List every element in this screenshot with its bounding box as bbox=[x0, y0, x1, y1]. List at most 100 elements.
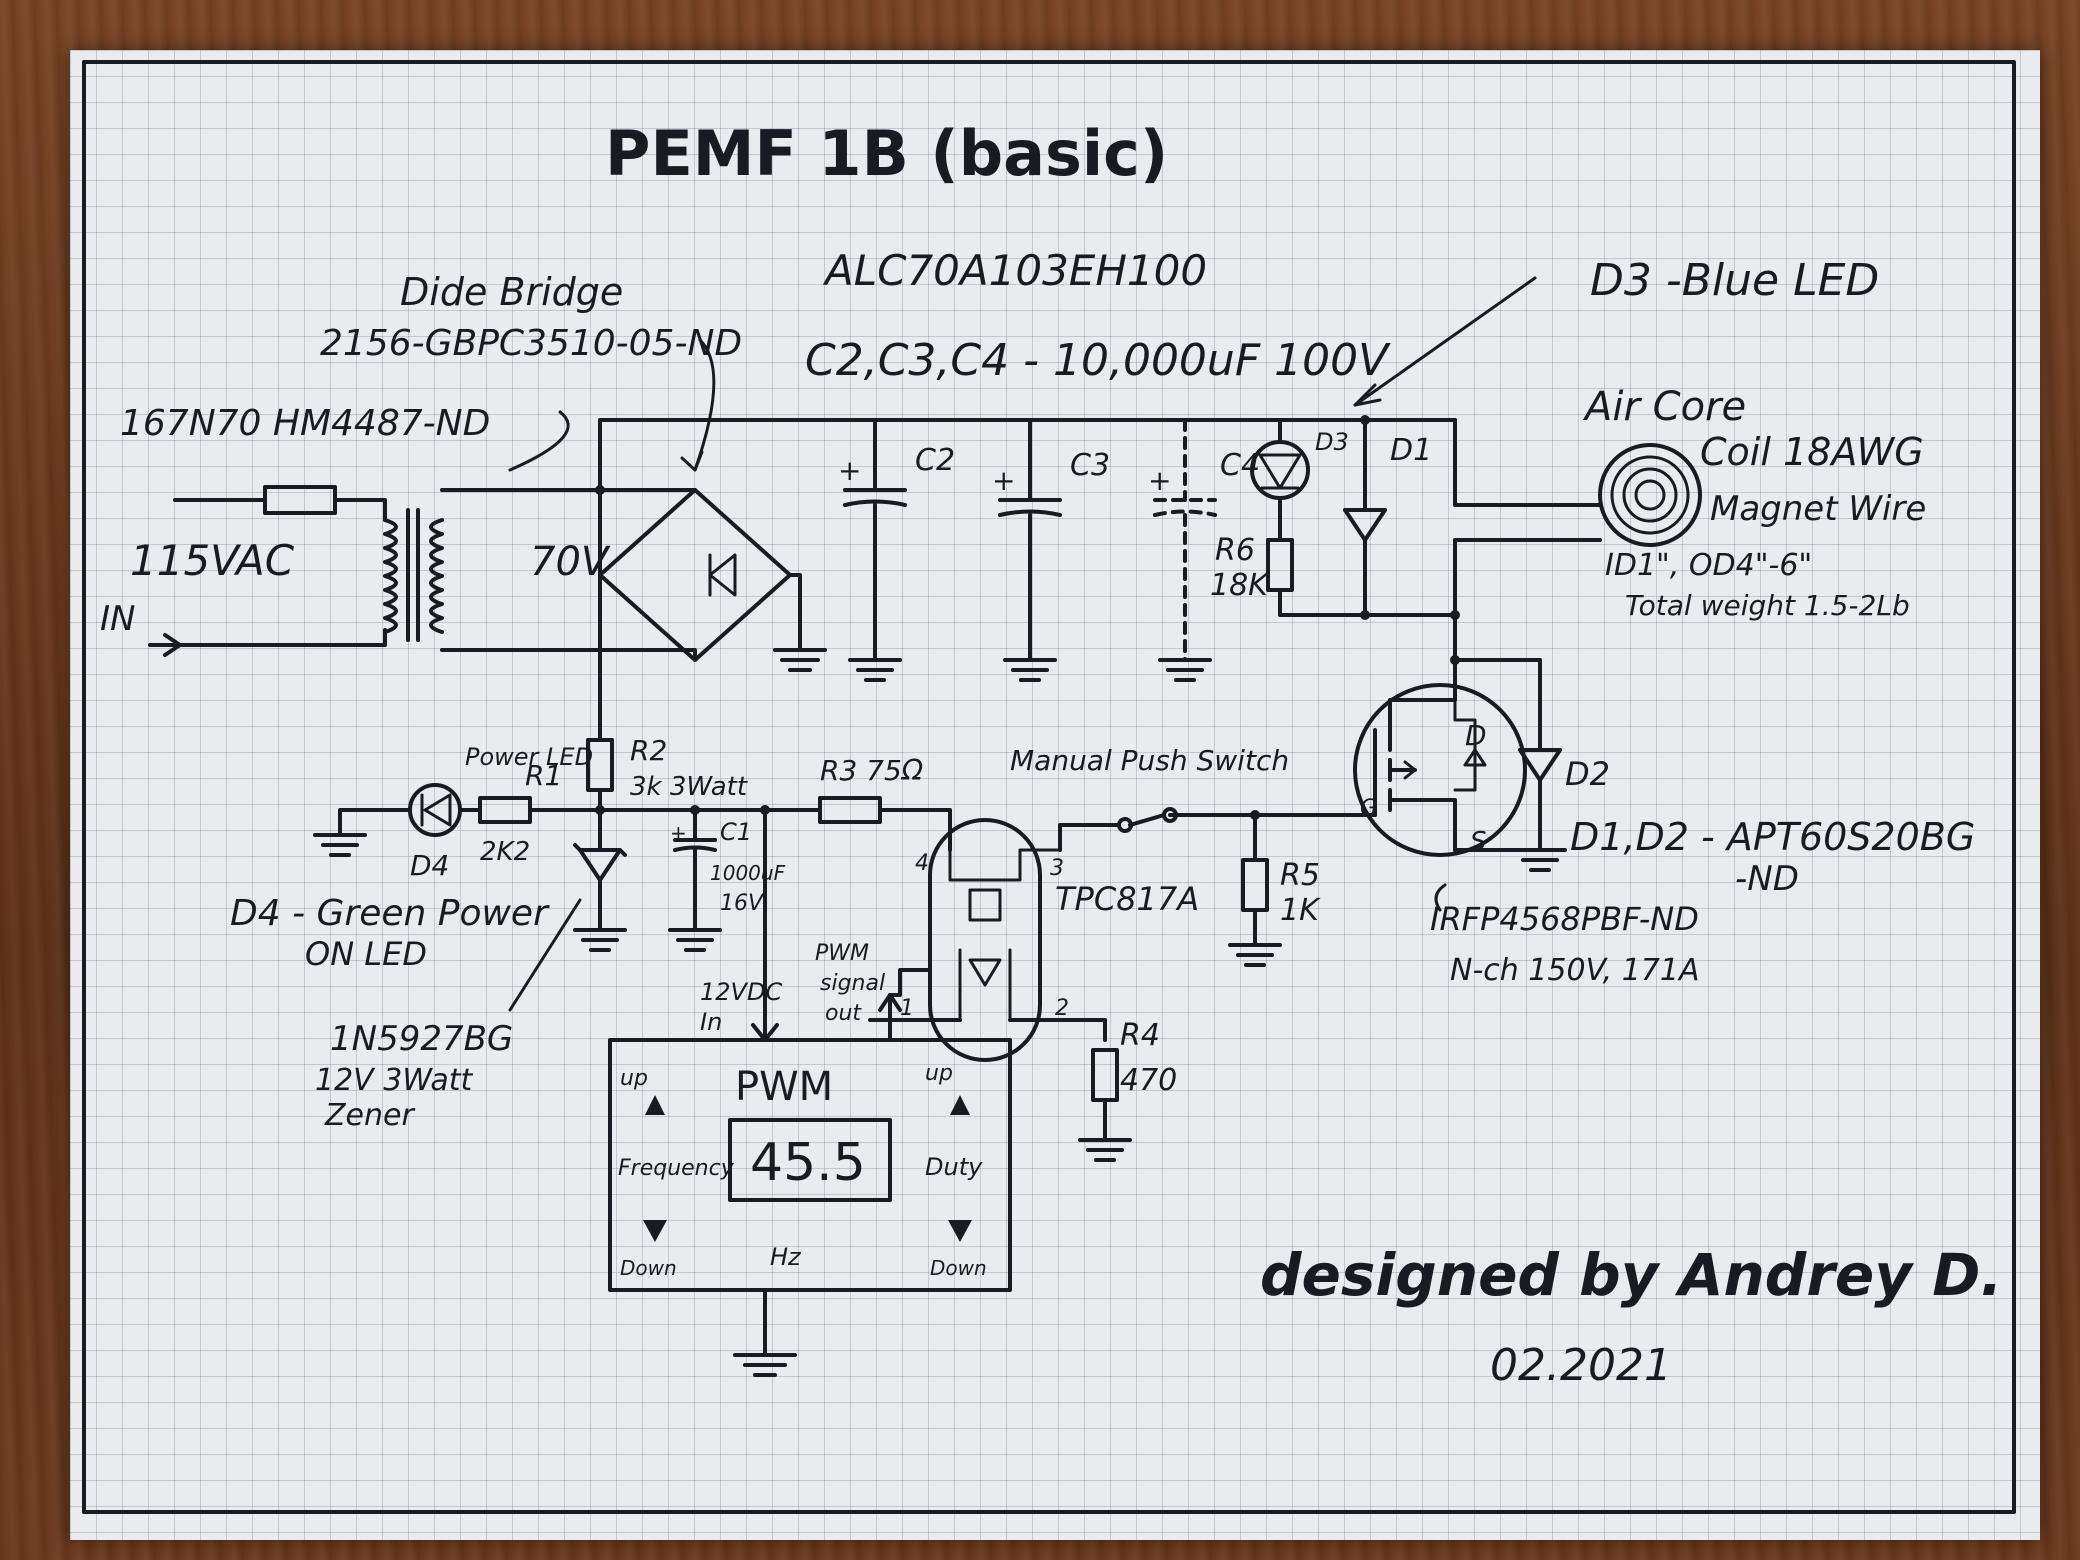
opto-led-symbol bbox=[958, 948, 1012, 1022]
zener-pointer bbox=[508, 898, 582, 1012]
opto-transistor-symbol bbox=[968, 888, 1002, 922]
bridge-label: Dide Bridge bbox=[400, 270, 623, 314]
junction-dot bbox=[595, 485, 605, 495]
duty-up-button-icon[interactable] bbox=[950, 1095, 970, 1115]
pwm-down-right-label: Down bbox=[930, 1256, 987, 1280]
power-led-label: Power LED bbox=[465, 743, 593, 771]
pwm-ground bbox=[733, 1353, 797, 1377]
pwm-signal-label2: signal bbox=[820, 971, 885, 996]
led-d3-diode-symbol bbox=[1258, 453, 1302, 490]
d3-label: D3 bbox=[1315, 428, 1349, 456]
transformer-primary-winding bbox=[383, 518, 398, 634]
r5-value: 1K bbox=[1280, 893, 1321, 928]
c1-ground bbox=[668, 928, 722, 952]
d4-note-line2: ON LED bbox=[305, 935, 427, 973]
mosfet-pointer bbox=[1434, 883, 1447, 912]
c3-plus: + bbox=[992, 464, 1015, 497]
optocoupler-tpc817a bbox=[928, 818, 1042, 1062]
r4-label: R4 bbox=[1120, 1018, 1160, 1053]
pwm-signal-label3: out bbox=[825, 1001, 862, 1026]
r6-to-drain-node bbox=[1278, 588, 1457, 617]
frequency-up-button-icon[interactable] bbox=[645, 1095, 665, 1115]
resistor-r3 bbox=[818, 796, 882, 824]
duty-label: Duty bbox=[925, 1153, 983, 1181]
diode-d2 bbox=[1518, 748, 1562, 782]
mosfet-drain-lead bbox=[1388, 658, 1457, 742]
led-d3 bbox=[1250, 440, 1310, 500]
bridge-pointer-arrow bbox=[693, 338, 716, 472]
r3-to-opto-wire bbox=[878, 808, 952, 852]
schematic-drawing: PEMF 1B (basic) ALC70A103EH100 C2,C3,C4 … bbox=[82, 60, 2016, 1514]
d2-label: D2 bbox=[1565, 755, 1610, 793]
opto-transistor-side bbox=[948, 848, 1062, 882]
led-note: D3 -Blue LED bbox=[1590, 255, 1879, 306]
r5-label: R5 bbox=[1280, 858, 1320, 893]
fuse-to-primary bbox=[333, 498, 387, 522]
d4-ground bbox=[313, 833, 367, 857]
switch-to-opto-wire bbox=[1058, 823, 1121, 852]
diode-d1-outline bbox=[1343, 508, 1387, 542]
frequency-down-button-icon[interactable] bbox=[643, 1220, 667, 1242]
junction-dot bbox=[1360, 415, 1370, 425]
coil-line1: Air Core bbox=[1582, 384, 1746, 430]
zener-part-number: 1N5927BG bbox=[330, 1019, 513, 1059]
bridge-diode-symbol bbox=[708, 553, 737, 597]
mosfet-body-diode bbox=[1453, 698, 1477, 792]
graph-paper-sheet: PEMF 1B (basic) ALC70A103EH100 C2,C3,C4 … bbox=[70, 50, 2040, 1540]
c1-plus: + bbox=[670, 821, 687, 845]
air-core-coil bbox=[1598, 443, 1702, 547]
c2-label: C2 bbox=[915, 443, 955, 478]
coil-turn bbox=[1610, 455, 1690, 535]
optocoupler-label: TPC817A bbox=[1055, 880, 1199, 918]
r6-value: 18K bbox=[1210, 568, 1270, 603]
d4-diode-symbol bbox=[420, 793, 452, 827]
r2-value: 3k 3Watt bbox=[630, 772, 748, 802]
pwm-signal-wire bbox=[888, 968, 932, 1042]
mosfet-arrow bbox=[1403, 760, 1417, 780]
bridge-ground bbox=[773, 648, 827, 672]
page-title: PEMF 1B (basic) bbox=[605, 117, 1168, 190]
led-pointer-arrow bbox=[1353, 276, 1537, 407]
resistor-r4 bbox=[1091, 1048, 1119, 1102]
d4-label: D4 bbox=[410, 849, 449, 882]
fuse bbox=[263, 485, 337, 515]
capacitor-spec: C2,C3,C4 - 10,000uF 100V bbox=[805, 335, 1391, 386]
mosfet-q1 bbox=[1353, 683, 1527, 857]
c1-voltage: 16V bbox=[720, 891, 765, 916]
pwm-unit-label: Hz bbox=[770, 1243, 802, 1271]
resistor-r5 bbox=[1241, 858, 1269, 912]
transformer-secondary-winding bbox=[429, 518, 444, 634]
transformer-part-number: 167N70 HM4487-ND bbox=[120, 403, 490, 444]
diode-part-number-suffix: -ND bbox=[1735, 859, 1799, 899]
mains-voltage-label: 115VAC bbox=[130, 536, 295, 585]
led-pointer-arrowhead bbox=[1353, 383, 1382, 407]
mains-line-bottom bbox=[148, 628, 387, 647]
zener-spec: 12V 3Watt bbox=[315, 1063, 473, 1098]
d4-to-ground-wire bbox=[338, 808, 412, 837]
resistor-r1 bbox=[478, 796, 532, 824]
coil-turn bbox=[1634, 479, 1666, 511]
capacitor-c1 bbox=[673, 808, 717, 932]
secondary-voltage-label: 70V bbox=[530, 539, 611, 585]
power-led-d4 bbox=[408, 783, 462, 837]
duty-down-button-icon[interactable] bbox=[948, 1220, 972, 1242]
r4-ground bbox=[1078, 1138, 1132, 1162]
r4-value: 470 bbox=[1120, 1063, 1177, 1098]
c1-label: C1 bbox=[720, 818, 752, 846]
c4-ground bbox=[1158, 658, 1212, 682]
transformer-pointer-arrow bbox=[508, 410, 570, 472]
manual-push-switch[interactable] bbox=[1128, 813, 1166, 827]
capacitor-part-number: ALC70A103EH100 bbox=[822, 246, 1207, 295]
r2-label: R2 bbox=[630, 734, 667, 767]
capacitor-c3-symbol bbox=[998, 418, 1062, 662]
coil-line2: Coil 18AWG bbox=[1700, 430, 1924, 474]
mosfet-part-number: IRFP4568PBF-ND bbox=[1430, 900, 1699, 938]
junction-dot bbox=[1450, 610, 1460, 620]
mains-in-arrowhead bbox=[163, 633, 182, 657]
date: 02.2021 bbox=[1490, 1340, 1672, 1391]
drain-node-wire bbox=[1453, 613, 1542, 732]
pwm-signal-label1: PWM bbox=[815, 941, 869, 966]
c3-label: C3 bbox=[1070, 448, 1110, 483]
signature: designed by Andrey D. bbox=[1260, 1241, 2002, 1309]
coil-wire-top bbox=[1453, 418, 1602, 507]
